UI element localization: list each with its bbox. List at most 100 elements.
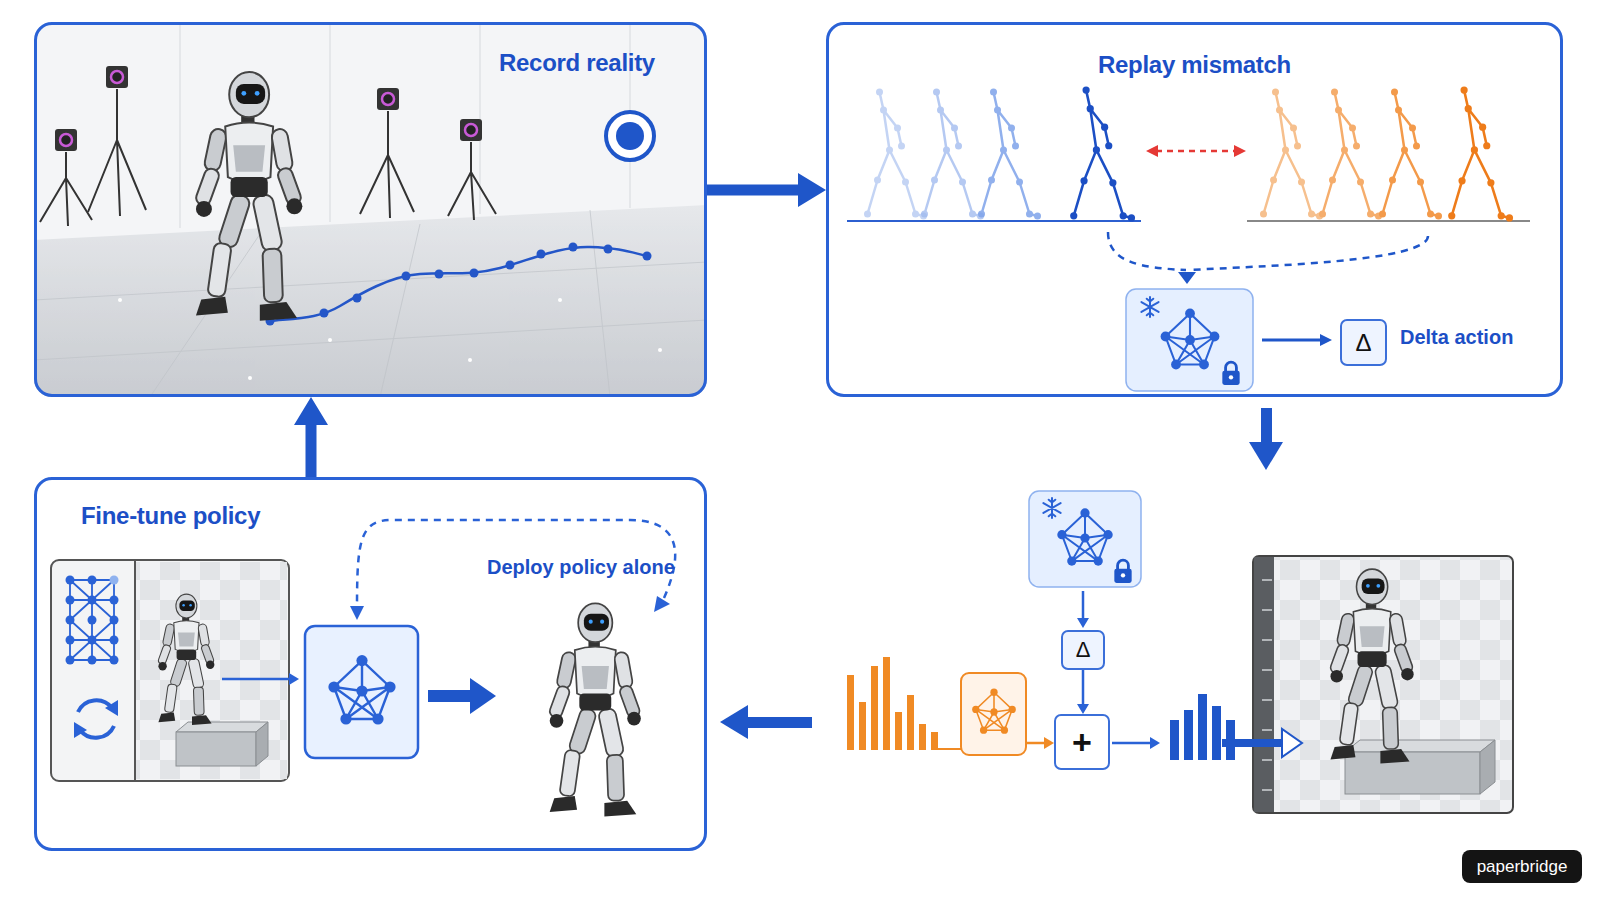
stage-arrow bbox=[748, 717, 812, 728]
mismatch-arrow bbox=[1146, 145, 1158, 157]
capture-scene bbox=[34, 205, 707, 397]
flow-arrow bbox=[1320, 334, 1332, 346]
trajectory bbox=[604, 245, 613, 254]
trajectory bbox=[435, 270, 444, 279]
tripod-camera bbox=[55, 129, 77, 151]
sim-motion-skeletons bbox=[1448, 87, 1513, 222]
tripod-camera bbox=[448, 142, 496, 220]
tripod-camera bbox=[60, 134, 72, 146]
trajectory bbox=[537, 250, 546, 259]
stage-arrow bbox=[720, 705, 748, 739]
corrected-action-bars bbox=[1198, 694, 1207, 760]
policy-action-bars bbox=[907, 695, 914, 750]
flow-arrow bbox=[1077, 591, 1089, 628]
ground-line bbox=[847, 220, 1141, 222]
flow-arrow bbox=[1222, 739, 1284, 747]
finetune-view bbox=[158, 594, 215, 725]
policy-action-bars bbox=[883, 657, 890, 750]
ground-line bbox=[847, 221, 1530, 222]
flow-arrow bbox=[428, 690, 472, 702]
policy-action-bars bbox=[871, 666, 878, 750]
policy-action-bars bbox=[919, 724, 926, 750]
finetune-view bbox=[256, 722, 268, 766]
capture-scene bbox=[328, 338, 332, 342]
finetune-view bbox=[74, 722, 87, 738]
annotation-label: Delta action bbox=[1400, 326, 1513, 349]
policy-action-bars bbox=[847, 657, 961, 750]
finetune-view bbox=[66, 656, 75, 665]
corrected-action-bars bbox=[1212, 706, 1221, 760]
tripod-camera bbox=[382, 93, 394, 105]
delta-box: Δ bbox=[1340, 319, 1387, 366]
finetune-view bbox=[110, 656, 119, 665]
sim-motion-skeletons bbox=[1260, 89, 1323, 220]
tripod-camera bbox=[106, 66, 128, 88]
tripod-camera bbox=[460, 119, 482, 141]
finetune-view bbox=[66, 596, 75, 605]
flow-arrow bbox=[1082, 591, 1085, 620]
flow-arrow bbox=[222, 673, 299, 685]
trajectory bbox=[270, 247, 647, 321]
frozen-model bbox=[1126, 289, 1253, 391]
flow-arrow bbox=[222, 678, 290, 681]
trainable-policy bbox=[961, 673, 1026, 755]
flow-arrow bbox=[1222, 729, 1302, 757]
watermark: paperbridge bbox=[1462, 850, 1582, 883]
finetune-view bbox=[51, 560, 289, 781]
finetune-view bbox=[88, 656, 97, 665]
policy-action-bars bbox=[895, 712, 902, 750]
ground-line bbox=[1247, 220, 1530, 222]
frozen-model bbox=[1114, 560, 1131, 583]
flow-arrow bbox=[1282, 729, 1302, 757]
flow-arrow bbox=[1262, 339, 1322, 342]
flow-arrow bbox=[1112, 742, 1150, 745]
flow-arrow bbox=[289, 673, 299, 685]
frozen-model bbox=[1029, 491, 1141, 587]
finetune-view bbox=[105, 700, 118, 716]
simulation-view bbox=[1253, 556, 1513, 813]
dashed-merge bbox=[1178, 272, 1196, 284]
tripod-camera bbox=[360, 111, 414, 218]
flow-arrow bbox=[1077, 670, 1089, 714]
frozen-model bbox=[1043, 498, 1060, 518]
tripod-camera bbox=[465, 124, 477, 136]
finetuned-policy bbox=[305, 626, 418, 758]
flow-arrow bbox=[1150, 737, 1160, 749]
stage-panel: Record reality bbox=[34, 22, 707, 397]
finetune-view bbox=[66, 576, 75, 585]
frozen-model bbox=[1126, 289, 1253, 391]
flow-arrow bbox=[294, 397, 328, 477]
record-icon bbox=[606, 112, 654, 160]
panel-title: Replay mismatch bbox=[829, 51, 1560, 79]
real-motion-skeletons bbox=[978, 89, 1041, 220]
deploy-loop bbox=[350, 520, 675, 620]
policy-action-bars bbox=[931, 732, 938, 750]
stage-panel: Fine-tune policy bbox=[34, 477, 707, 851]
sim-motion-skeletons bbox=[1260, 87, 1513, 222]
finetune-view bbox=[66, 636, 75, 645]
frozen-model bbox=[1222, 362, 1239, 385]
flow-arrow bbox=[1026, 742, 1046, 745]
frozen-model bbox=[1161, 309, 1220, 370]
record-icon bbox=[616, 122, 644, 150]
deploy-loop bbox=[350, 606, 364, 620]
capture-scene bbox=[658, 348, 662, 352]
tripod-camera bbox=[377, 88, 399, 110]
real-motion-skeletons bbox=[864, 87, 1135, 222]
capture-scene bbox=[34, 22, 707, 397]
symbol-text: Δ bbox=[1076, 639, 1091, 661]
capture-scene bbox=[558, 298, 562, 302]
finetune-view bbox=[110, 596, 119, 605]
finetune-view bbox=[136, 562, 287, 779]
finetune-view bbox=[88, 636, 97, 645]
symbol-text: Δ bbox=[1355, 331, 1371, 355]
finetune-view bbox=[66, 576, 119, 665]
real-motion-skeletons bbox=[864, 89, 927, 220]
simulation-view bbox=[1345, 740, 1495, 752]
corrected-action-bars bbox=[1170, 694, 1235, 760]
corrected-action-bars bbox=[1170, 720, 1179, 760]
flow-arrow bbox=[1077, 618, 1089, 628]
flow-arrow bbox=[1044, 737, 1054, 749]
